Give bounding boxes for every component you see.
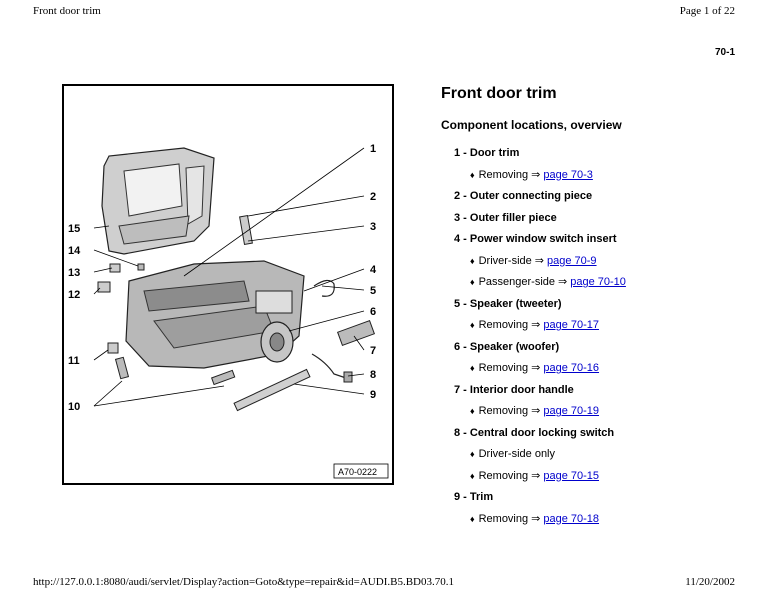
sub-item-text: Driver-side <box>478 254 532 267</box>
sub-item-text: Driver-side only <box>478 448 556 460</box>
component-item-label: 3 - Outer filler piece <box>454 211 557 224</box>
component-item-label: 2 - Outer connecting piece <box>454 190 593 202</box>
page-link[interactable]: page 70-16 <box>543 362 600 374</box>
page-link[interactable]: page 70-9 <box>547 254 597 267</box>
diamond-bullet-icon: ♦ <box>470 169 475 180</box>
component-item: 7 - Interior door handle <box>454 383 754 405</box>
page-link[interactable]: page 70-3 <box>543 168 593 181</box>
arrow-icon: ⇒ <box>531 168 541 181</box>
sub-item-text: Removing <box>478 469 529 482</box>
callout-6: 6 <box>370 306 376 318</box>
callout-15: 15 <box>68 223 80 235</box>
sub-item: ♦Removing⇒page 70-19 <box>454 404 754 426</box>
callout-13: 13 <box>68 267 80 279</box>
sub-item-text: Removing <box>478 405 529 417</box>
sub-item: ♦Removing⇒page 70-3 <box>454 168 754 190</box>
sub-item-text: Passenger-side <box>478 276 556 288</box>
component-item-label: 8 - Central door locking switch <box>454 426 615 439</box>
diamond-bullet-icon: ♦ <box>470 320 475 330</box>
component-item-label: 4 - Power window switch insert <box>454 233 617 245</box>
callout-5: 5 <box>370 285 376 297</box>
locking-switch-wire <box>311 353 347 379</box>
sub-item-text: Removing <box>478 168 529 181</box>
sub-item: ♦Removing⇒page 70-17 <box>454 318 754 340</box>
arrow-icon: ⇒ <box>531 405 541 417</box>
arrow-icon: ⇒ <box>531 319 541 331</box>
component-item-label: 9 - Trim <box>454 491 494 503</box>
page-link[interactable]: page 70-17 <box>543 319 600 331</box>
trim-strip <box>233 368 311 412</box>
sub-item-text: Removing <box>478 319 529 331</box>
diamond-bullet-icon: ♦ <box>470 255 475 266</box>
callout-12: 12 <box>68 289 80 301</box>
page-link[interactable]: page 70-19 <box>543 405 600 417</box>
component-item-label: 7 - Interior door handle <box>454 383 574 396</box>
exploded-diagram: 1 2 3 4 5 6 7 8 9 10 11 12 13 14 15 A70-… <box>62 84 394 485</box>
sub-item: ♦Removing⇒page 70-16 <box>454 361 754 383</box>
callout-10: 10 <box>68 401 80 413</box>
arrow-icon: ⇒ <box>531 512 541 525</box>
page-link[interactable]: page 70-18 <box>543 512 600 525</box>
diamond-bullet-icon: ♦ <box>470 406 475 416</box>
component-item: 3 - Outer filler piece <box>454 211 754 233</box>
footer-date: 11/20/2002 <box>685 576 735 588</box>
sub-item: ♦Removing⇒page 70-15 <box>454 469 754 491</box>
header-page-indicator: Page 1 of 22 <box>679 5 735 17</box>
component-item: 6 - Speaker (woofer) <box>454 340 754 362</box>
component-item: 8 - Central door locking switch <box>454 426 754 448</box>
callout-8: 8 <box>370 369 376 381</box>
page-link[interactable]: page 70-15 <box>543 469 600 482</box>
diamond-bullet-icon: ♦ <box>470 449 475 459</box>
sub-item: ♦Driver-side⇒page 70-9 <box>454 254 754 276</box>
callout-7: 7 <box>370 345 376 357</box>
component-item: 2 - Outer connecting piece <box>454 189 754 211</box>
sub-item-text: Removing <box>478 362 529 374</box>
header-doc-title: Front door trim <box>33 5 101 17</box>
arrow-icon: ⇒ <box>534 254 544 267</box>
switch-insert <box>255 290 293 314</box>
arrow-icon: ⇒ <box>531 469 541 482</box>
component-item: 5 - Speaker (tweeter) <box>454 297 754 319</box>
component-item-label: 1 - Door trim <box>454 147 520 159</box>
diamond-bullet-icon: ♦ <box>470 277 475 287</box>
component-item: 1 - Door trim <box>454 146 754 168</box>
arrow-icon: ⇒ <box>531 362 541 374</box>
component-item: 4 - Power window switch insert <box>454 232 754 254</box>
diamond-bullet-icon: ♦ <box>470 363 475 373</box>
sub-item: ♦Passenger-side⇒page 70-10 <box>454 275 754 297</box>
connecting-piece <box>239 214 253 246</box>
sub-item: ♦Driver-side only <box>454 447 754 469</box>
page-subtitle: Component locations, overview <box>441 118 622 132</box>
component-item: 9 - Trim <box>454 490 754 512</box>
callout-14: 14 <box>68 245 81 257</box>
footer-url: http://127.0.0.1:8080/audi/servlet/Displ… <box>33 576 454 588</box>
callout-1: 1 <box>370 143 376 155</box>
component-item-label: 6 - Speaker (woofer) <box>454 340 560 353</box>
diamond-bullet-icon: ♦ <box>470 470 475 481</box>
section-page-number: 70-1 <box>714 47 735 58</box>
diamond-bullet-icon: ♦ <box>470 513 475 524</box>
figure-code: A70-0222 <box>338 467 377 477</box>
callout-11: 11 <box>68 355 80 367</box>
component-item-label: 5 - Speaker (tweeter) <box>454 297 562 310</box>
callout-4: 4 <box>370 264 377 276</box>
tweeter-wire <box>313 279 335 297</box>
callout-3: 3 <box>370 221 376 233</box>
arrow-icon: ⇒ <box>558 276 568 288</box>
sub-item-text: Removing <box>478 512 529 525</box>
callout-9: 9 <box>370 389 376 401</box>
page-link[interactable]: page 70-10 <box>570 276 626 288</box>
door-handle <box>336 319 376 347</box>
sub-item: ♦Removing⇒page 70-18 <box>454 512 754 534</box>
callout-2: 2 <box>370 191 376 203</box>
page-title: Front door trim <box>441 85 557 102</box>
